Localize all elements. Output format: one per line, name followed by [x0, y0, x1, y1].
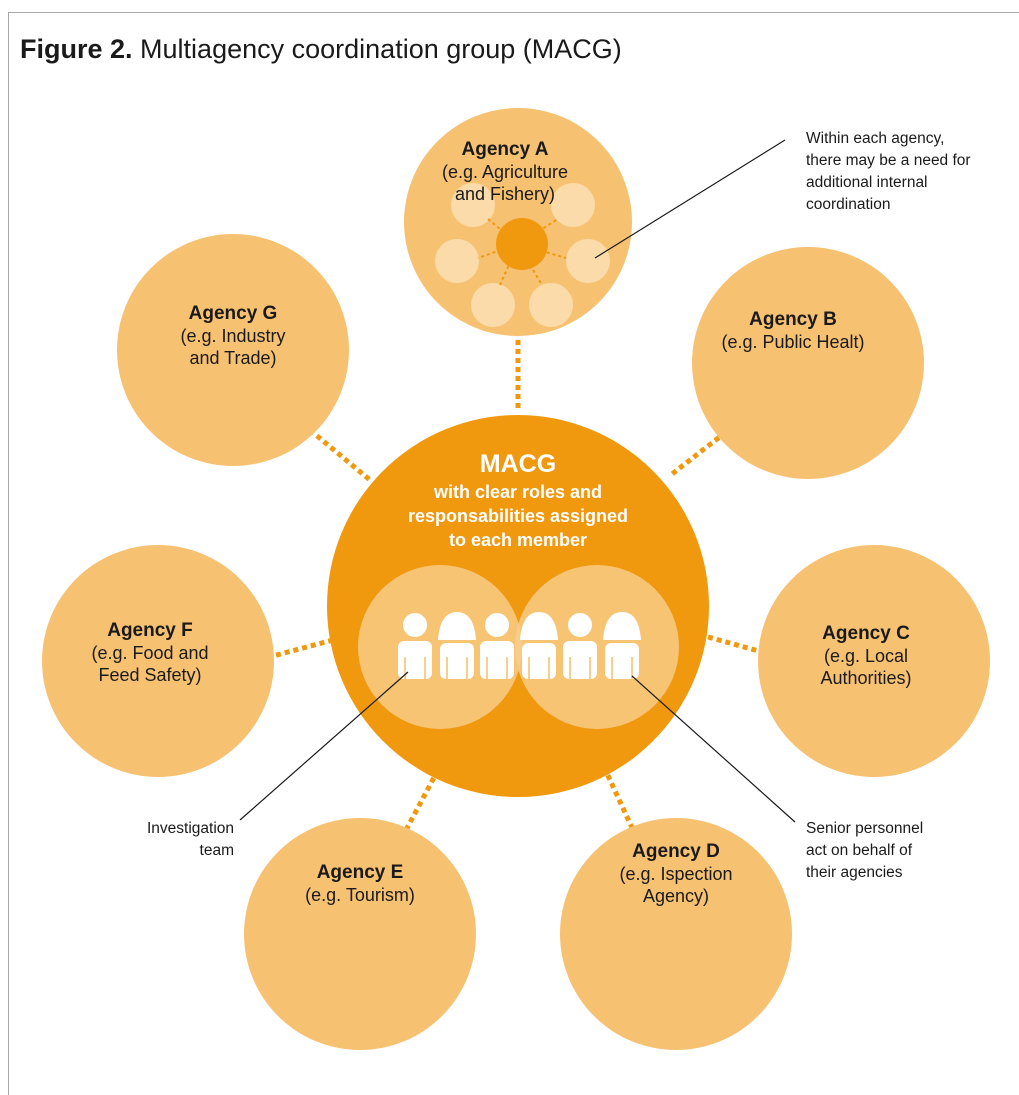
person-icon — [480, 613, 514, 679]
agency-c-name: Agency C — [822, 623, 910, 644]
agency-e-circle — [244, 818, 476, 1050]
investigation-team-circle — [358, 565, 522, 729]
people-icon-details — [404, 657, 633, 679]
callout-senior-3: their agencies — [806, 864, 903, 881]
callout-lines — [239, 139, 796, 823]
agency-c-line-2: Authorities) — [820, 668, 911, 688]
agency-d-circle — [560, 818, 792, 1050]
agency-b-line-1: (e.g. Public Healt) — [721, 332, 864, 352]
agency-f-line-2: Feed Safety) — [98, 665, 201, 685]
callout-investigation-1: Investigation — [147, 820, 234, 837]
agency-d-line-2: Agency) — [643, 886, 709, 906]
agency-b-circle — [692, 247, 924, 479]
callout-senior-2: act on behalf of — [806, 842, 913, 859]
figure-frame — [8, 12, 1019, 1095]
internal-node-4 — [566, 239, 610, 283]
agency-c-circle — [758, 545, 990, 777]
connector-g — [308, 428, 372, 482]
agency-f-name: Agency F — [107, 620, 193, 641]
agency-a-line-2: and Fishery) — [455, 184, 555, 204]
team-overlap — [358, 565, 679, 729]
internal-node-2 — [551, 183, 595, 227]
callout-internal-3: additional internal — [806, 174, 928, 191]
connector-b — [670, 430, 728, 476]
agency-c-line-1: (e.g. Local — [824, 646, 908, 666]
people-icons — [398, 612, 641, 679]
connector-e — [403, 768, 441, 832]
agency-e-name: Agency E — [317, 862, 404, 883]
agency-d-line-1: (e.g. Ispection — [619, 864, 732, 884]
person-female-icon — [603, 612, 641, 679]
internal-node-3 — [435, 239, 479, 283]
person-female-icon — [438, 612, 476, 679]
callout-line-internal — [594, 139, 786, 259]
agency-g-name: Agency G — [189, 303, 278, 324]
macg-line-3: to each member — [449, 530, 587, 550]
person-icon — [398, 613, 432, 679]
connector-d — [601, 765, 637, 834]
person-female-icon — [520, 612, 558, 679]
figure-label: Figure 2. — [20, 34, 133, 64]
macg-line-2: responsabilities assigned — [408, 506, 628, 526]
callout-internal-1: Within each agency, — [806, 130, 944, 147]
agency-g-circle — [117, 234, 349, 466]
callout-senior-1: Senior personnel — [806, 820, 923, 837]
internal-node-5 — [471, 283, 515, 327]
callout-line-senior — [631, 675, 796, 823]
agency-d-name: Agency D — [632, 841, 720, 862]
internal-node-6 — [529, 283, 573, 327]
person-icon — [563, 613, 597, 679]
internal-hub — [496, 218, 548, 270]
callout-internal-2: there may be a need for — [806, 152, 971, 169]
agency-f-line-1: (e.g. Food and — [91, 643, 208, 663]
macg-line-1: with clear roles and — [433, 482, 602, 502]
callout-line-investigation — [239, 671, 409, 821]
figure-title: Figure 2. Multiagency coordination group… — [20, 34, 622, 65]
callout-investigation-2: team — [200, 842, 234, 859]
agency-f-circle — [42, 545, 274, 777]
agency-a-line-1: (e.g. Agriculture — [442, 162, 568, 182]
agency-b-name: Agency B — [749, 309, 837, 330]
agency-e-line-1: (e.g. Tourism) — [305, 885, 415, 905]
callout-internal-4: coordination — [806, 196, 890, 213]
macg-title: MACG — [480, 450, 556, 478]
agency-a-internal-network — [435, 183, 610, 327]
internal-node-1 — [451, 183, 495, 227]
agency-a-name: Agency A — [462, 139, 549, 160]
agency-g-line-2: and Trade) — [189, 348, 276, 368]
agency-g-line-1: (e.g. Industry — [180, 326, 285, 346]
figure-title-text: Multiagency coordination group (MACG) — [140, 34, 622, 64]
